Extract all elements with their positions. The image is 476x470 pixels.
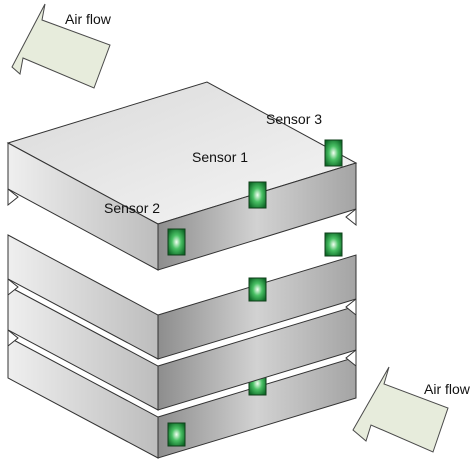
sensor-3-label: Sensor 3	[266, 111, 322, 127]
led-indicator	[167, 422, 186, 447]
airflow-bottom-label: Air flow	[424, 381, 471, 397]
sensor-3-led	[324, 139, 343, 167]
sensor-1-label: Sensor 1	[192, 149, 248, 165]
sensor-1-led	[248, 181, 267, 209]
led-indicator	[248, 277, 267, 302]
sensor-2-label: Sensor 2	[104, 200, 160, 216]
airflow-top-label: Air flow	[65, 11, 112, 27]
airflow-arrow-top	[11, 3, 111, 89]
airflow-arrow-bottom	[352, 366, 449, 453]
led-indicator	[324, 232, 343, 257]
sensor-2-led	[167, 228, 186, 256]
server-unit-1	[6, 81, 358, 271]
server-unit-2	[7, 234, 357, 360]
